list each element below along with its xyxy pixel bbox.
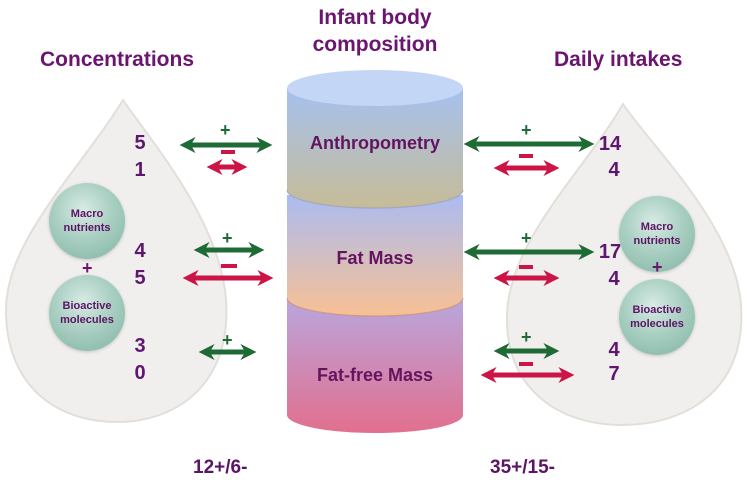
right-sphere-macronutrients: Macro nutrients: [619, 196, 695, 272]
cylinder-layer-fat-mass: [286, 195, 464, 317]
sphere-line2: nutrients: [63, 222, 111, 234]
right-ffm-positive-count: 4: [608, 339, 620, 361]
left-plus-separator: +: [82, 258, 93, 278]
right-ffm-minus-sign: [519, 362, 533, 366]
sphere-line1: Macro: [640, 221, 674, 233]
left-fatmass-positive-count: 4: [134, 240, 146, 262]
right-fatmass-positive-count: 17: [598, 241, 622, 263]
right-arrows: [463, 135, 595, 384]
cylinder-layer-anthropometry: [286, 70, 464, 209]
concentrations-title: Concentrations: [40, 48, 195, 71]
infant-body-composition-title: Infant body composition: [300, 4, 450, 58]
right-fatmass-plus-sign: +: [521, 228, 532, 248]
center-title-line1: Infant body: [318, 6, 432, 29]
left-ffm-positive-count: 3: [134, 335, 146, 357]
left-fatmass-negative-count: 5: [134, 267, 146, 289]
left-fatmass-plus-sign: +: [222, 228, 233, 248]
left-sphere-bioactive-molecules: Bioactive molecules: [49, 275, 125, 351]
sphere-line1: Macro: [70, 208, 104, 220]
right-anthro-minus-sign: [519, 154, 533, 158]
layer-label-fat-free-mass: Fat-free Mass: [316, 365, 434, 385]
left-sphere-macronutrients: Macro nutrients: [49, 183, 125, 259]
left-arrows: [179, 136, 274, 361]
right-ffm-negative-count: 7: [608, 363, 620, 385]
center-title-line2: composition: [312, 33, 438, 56]
daily-intakes-title: Daily intakes: [554, 48, 683, 71]
left-anthro-plus-sign: +: [220, 120, 231, 140]
right-anthro-negative-count: 4: [608, 159, 620, 181]
sphere-line1: Bioactive: [632, 304, 682, 316]
sphere-line2: molecules: [60, 314, 114, 326]
right-fatmass-negative-count: 4: [608, 268, 620, 290]
left-fatmass-minus-sign: [221, 264, 237, 268]
right-total: 35+/15-: [490, 457, 555, 478]
layer-label-fat-mass: Fat Mass: [336, 248, 414, 268]
left-total: 12+/6-: [193, 457, 248, 478]
right-sphere-bioactive-molecules: Bioactive molecules: [619, 279, 695, 355]
left-ffm-negative-count: 0: [134, 362, 146, 384]
left-drop-shape: [4, 98, 228, 424]
right-ffm-plus-sign: +: [521, 327, 532, 347]
sphere-line2: nutrients: [633, 235, 681, 247]
left-anthro-negative-count: 1: [134, 159, 146, 181]
left-anthro-positive-count: 5: [134, 132, 146, 154]
sphere-line2: molecules: [630, 318, 684, 330]
layer-label-anthropometry: Anthropometry: [310, 133, 440, 153]
sphere-line1: Bioactive: [62, 300, 112, 312]
left-ffm-plus-sign: +: [222, 330, 233, 350]
right-anthro-plus-sign: +: [521, 120, 532, 140]
cylinder-layer-fat-free-mass: [287, 300, 463, 433]
right-plus-separator: +: [652, 257, 663, 277]
right-anthro-positive-count: 14: [598, 133, 622, 155]
right-fatmass-minus-sign: [519, 265, 533, 269]
left-anthro-minus-sign: [221, 150, 235, 154]
